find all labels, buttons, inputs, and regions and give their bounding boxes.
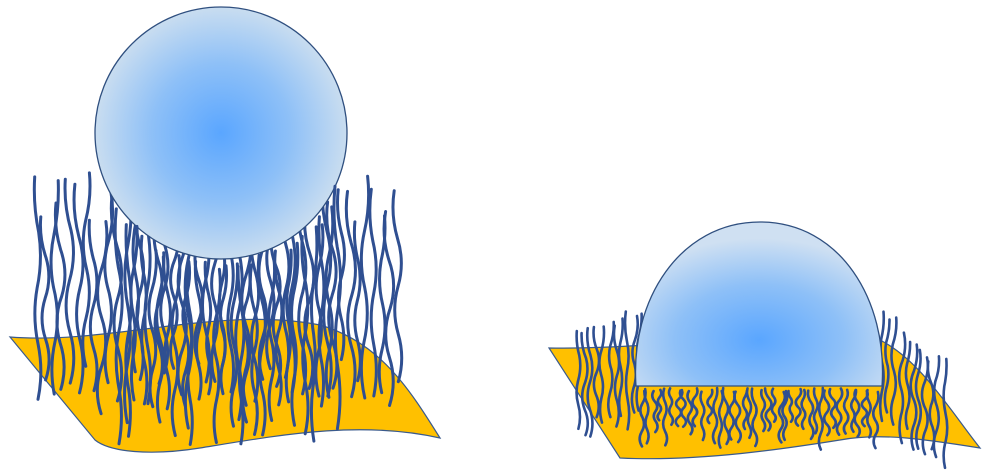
right-hemispherical-droplet	[636, 222, 883, 386]
left-spherical-droplet	[95, 7, 347, 259]
right-panel	[549, 222, 980, 468]
left-panel	[10, 7, 440, 452]
